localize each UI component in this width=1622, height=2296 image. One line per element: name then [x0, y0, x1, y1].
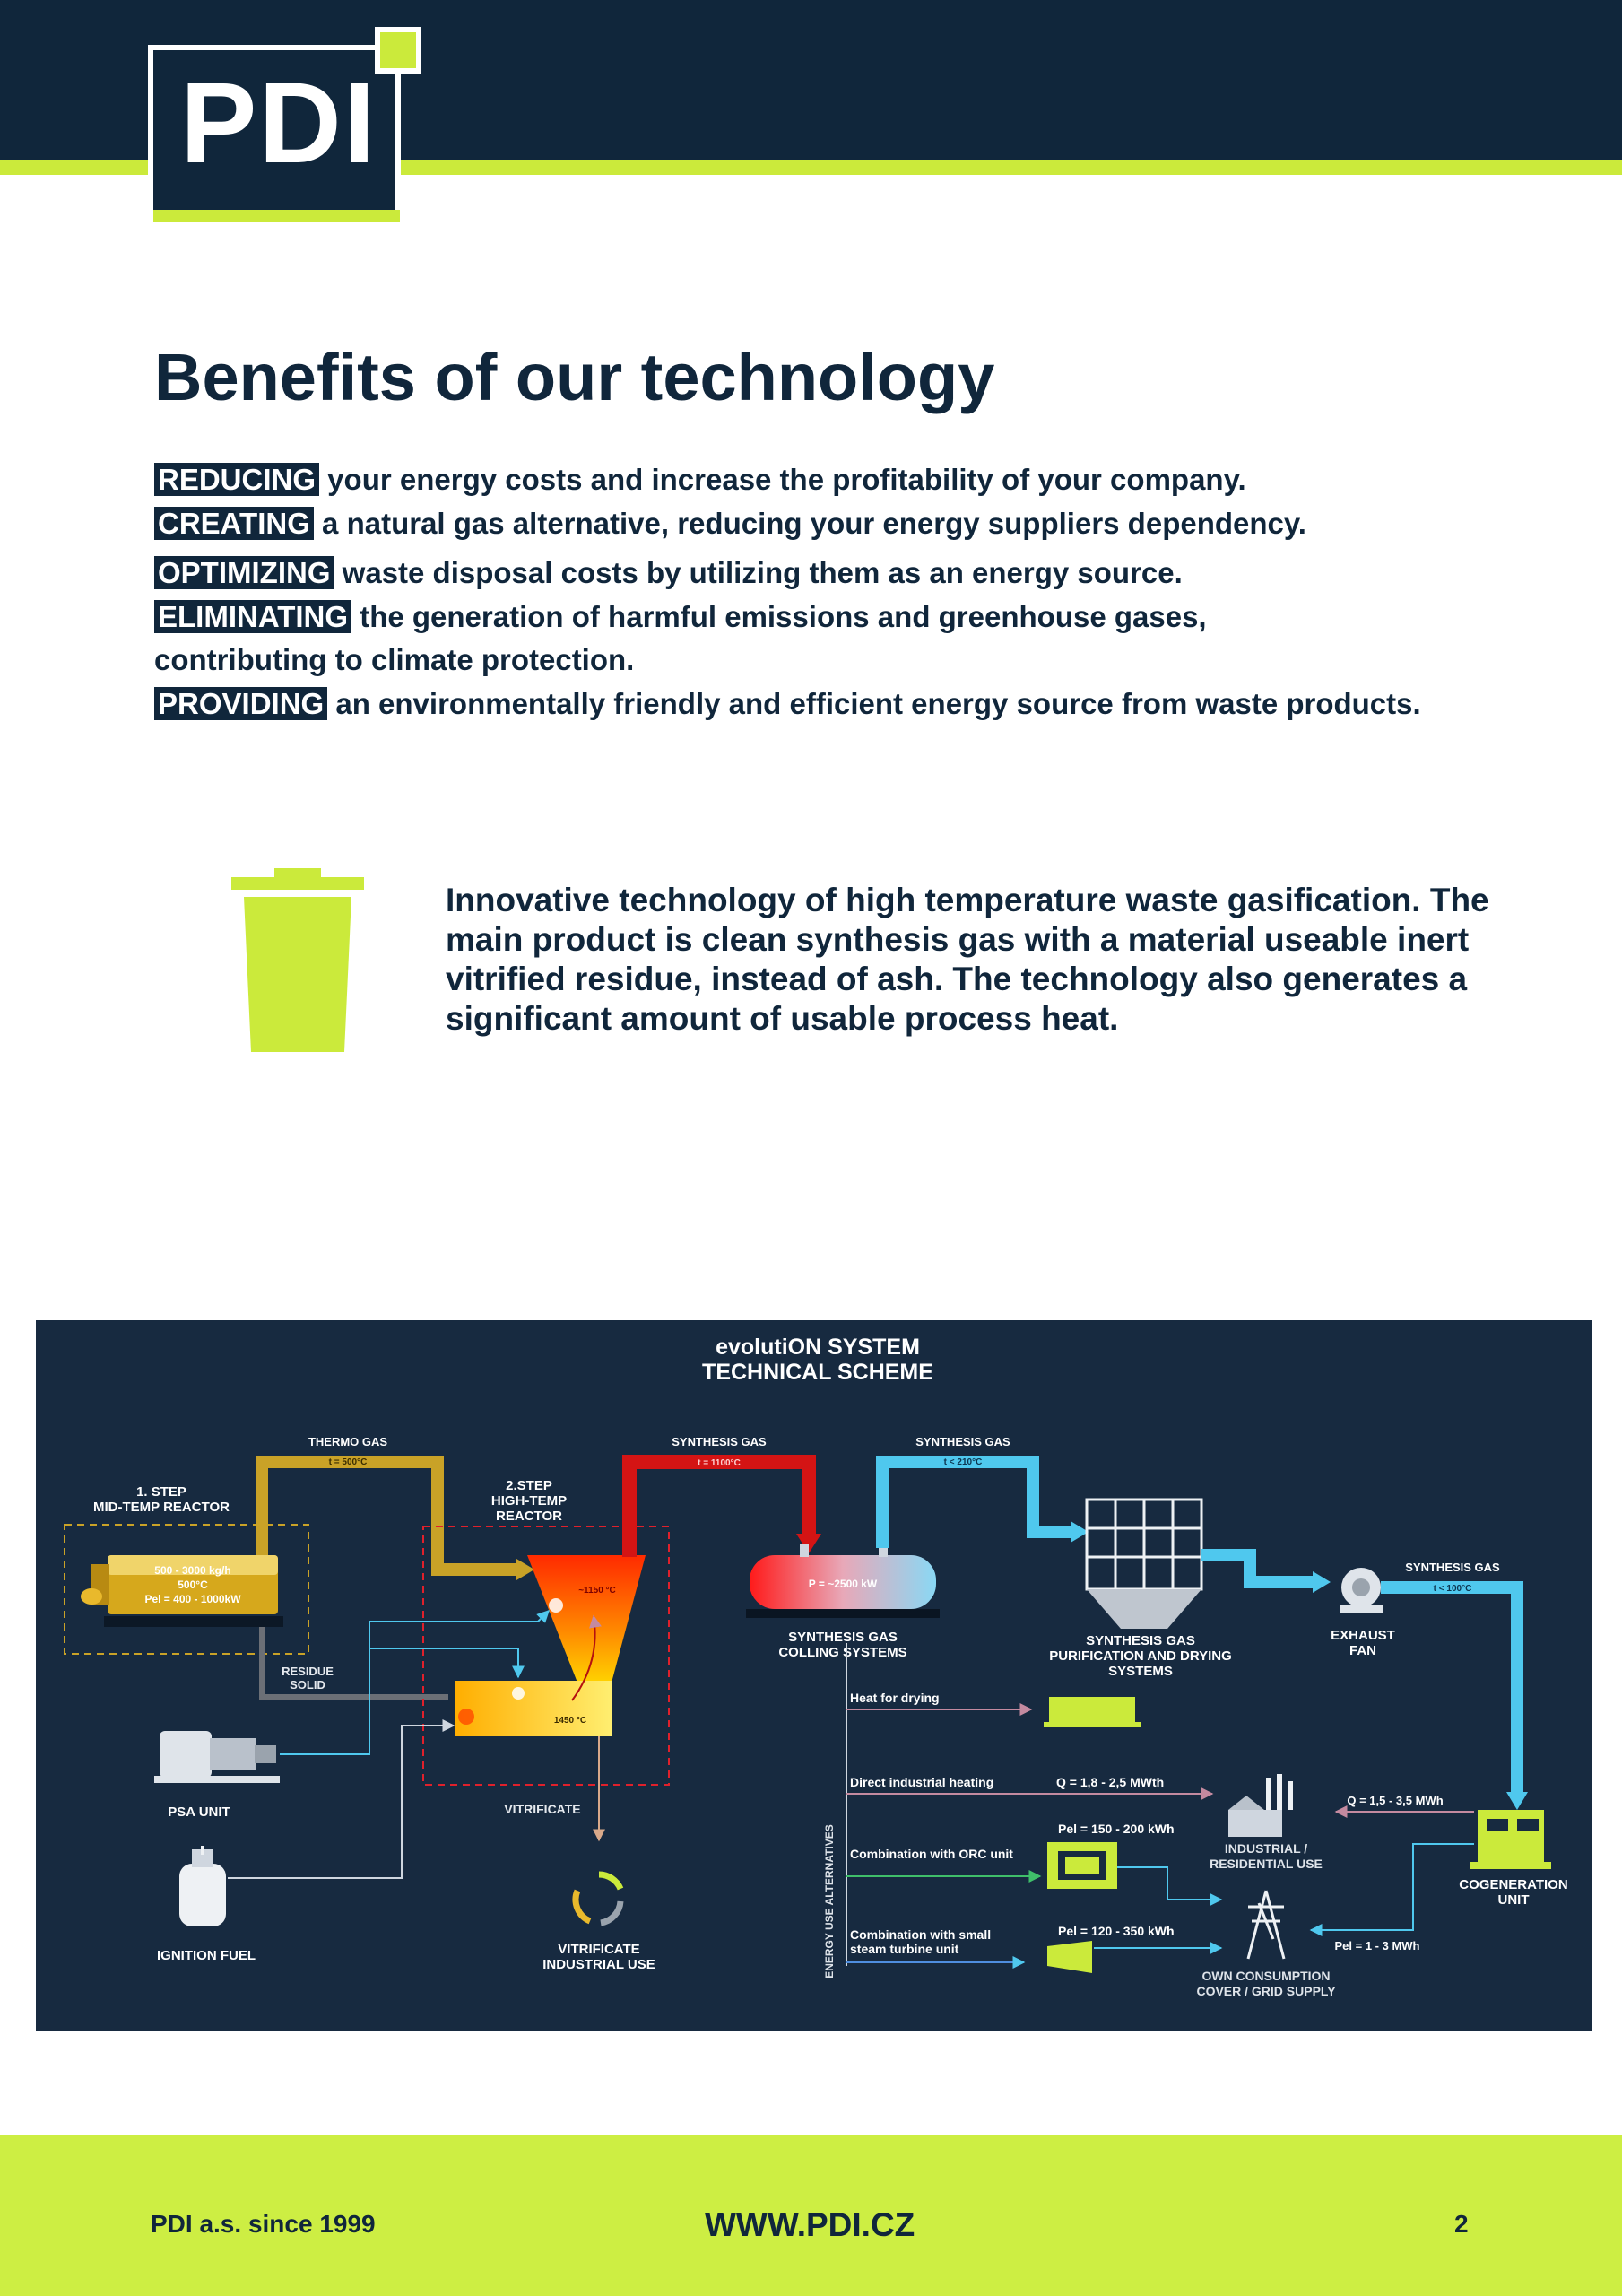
energy-use-alternatives: ENERGY USE ALTERNATIVES Heat for drying … — [823, 1643, 1223, 1979]
fan-label: EXHAUST — [1331, 1628, 1395, 1643]
cooling-label: SYNTHESIS GAS — [788, 1630, 898, 1645]
cogen-sublabel: UNIT — [1498, 1892, 1530, 1908]
syngas-cooled-pipe: SYNTHESIS GAS t < 210°C — [876, 1435, 1089, 1548]
thermo-gas-pipe: THERMO GAS t = 500°C — [256, 1435, 534, 1580]
scheme-title: evolutiON SYSTEM TECHNICAL SCHEME — [702, 1335, 933, 1385]
step1-sublabel: MID-TEMP REACTOR — [93, 1500, 230, 1515]
benefit-keyword: ELIMINATING — [154, 600, 352, 633]
thermo-gas-label: THERMO GAS — [308, 1435, 387, 1448]
syngas3-label: SYNTHESIS GAS — [1405, 1561, 1500, 1574]
residue-sublabel: SOLID — [290, 1678, 325, 1692]
header-accent-stripe — [0, 160, 1622, 175]
orc-power-value: Pel = 150 - 200 kWh — [1058, 1822, 1175, 1836]
vitrificate-label: VITRIFICATE — [504, 1802, 580, 1816]
syngas1-label: SYNTHESIS GAS — [672, 1435, 767, 1448]
page-title: Benefits of our technology — [154, 340, 995, 414]
benefit-text: an environmentally friendly and efficien… — [327, 687, 1421, 720]
waste-bin-icon — [231, 868, 364, 1052]
psa-unit: PSA UNIT — [154, 1610, 550, 1820]
reactor1-temp: 500°C — [178, 1578, 208, 1591]
syngas3-temp: t < 100°C — [1434, 1584, 1472, 1594]
cogen-heat-value: Q = 1,5 - 3,5 MWh — [1347, 1794, 1443, 1807]
step2-sublabel-2: REACTOR — [496, 1509, 562, 1524]
cooling-sublabel: COLLING SYSTEMS — [778, 1645, 906, 1660]
benefit-keyword: REDUCING — [154, 463, 320, 496]
syngas-hot-pipe: SYNTHESIS GAS t = 1100°C — [622, 1435, 821, 1557]
steam-sublabel: steam turbine unit — [850, 1942, 959, 1956]
logo-text: PDI — [180, 59, 377, 187]
cogeneration-unit: COGENERATION UNIT Q = 1,5 - 3,5 MWh Pel … — [1309, 1794, 1568, 1952]
syngas-cooling-tank: P = ~2500 kW SYNTHESIS GAS COLLING SYSTE… — [746, 1544, 940, 1660]
cogen-power-value: Pel = 1 - 3 MWh — [1335, 1939, 1420, 1952]
benefit-eliminating: ELIMINATING the generation of harmful em… — [154, 600, 1207, 634]
orc-label: Combination with ORC unit — [850, 1847, 1013, 1861]
recycle-icon — [572, 1871, 624, 1926]
heat-drying-label: Heat for drying — [850, 1691, 940, 1705]
benefit-text: a natural gas alternative, reducing your… — [313, 507, 1306, 540]
benefit-providing: PROVIDING an environmentally friendly an… — [154, 687, 1421, 721]
direct-heating-label: Direct industrial heating — [850, 1775, 993, 1789]
reactor2-temp-bottom: 1450 °C — [554, 1716, 586, 1726]
vitrificate-output: VITRIFICATE VITRIFICATE INDUSTRIAL USE — [504, 1736, 655, 1972]
cogen-label: COGENERATION — [1459, 1877, 1567, 1892]
direct-heating-value: Q = 1,8 - 2,5 MWth — [1056, 1775, 1164, 1789]
benefit-text: waste disposal costs by utilizing them a… — [334, 556, 1183, 589]
benefit-reducing: REDUCING your energy costs and increase … — [154, 463, 1246, 497]
syngas2-label: SYNTHESIS GAS — [915, 1435, 1010, 1448]
tank-power: P = ~2500 kW — [809, 1578, 878, 1590]
syngas1-temp: t = 1100°C — [698, 1458, 741, 1468]
purification-systems: SYNTHESIS GAS PURIFICATION AND DRYING SY… — [1049, 1498, 1331, 1679]
industrial-sublabel: RESIDENTIAL USE — [1210, 1857, 1323, 1871]
ignition-fuel: IGNITION FUEL — [157, 1719, 455, 1963]
own-consumption-label: OWN CONSUMPTION — [1201, 1969, 1330, 1983]
scheme-title-line1: evolutiON SYSTEM — [716, 1335, 920, 1360]
industrial-label: INDUSTRIAL / — [1225, 1841, 1307, 1856]
mid-temp-reactor: 1. STEP MID-TEMP REACTOR 500 - 3000 kg/h… — [64, 1484, 309, 1655]
benefit-text: the generation of harmful emissions and … — [351, 600, 1207, 633]
step1-label: 1. STEP — [136, 1484, 186, 1500]
reactor1-power: Pel = 400 - 1000kW — [144, 1593, 241, 1605]
energy-alternatives-label: ENERGY USE ALTERNATIVES — [823, 1824, 836, 1979]
purification-label: SYNTHESIS GAS — [1086, 1633, 1195, 1648]
industrial-residential-use: INDUSTRIAL / RESIDENTIAL USE — [1210, 1774, 1323, 1871]
intro-paragraph: Innovative technology of high temperatur… — [446, 882, 1489, 1037]
high-temp-reactor: 2.STEP HIGH-TEMP REACTOR ~1150 °C 1450 °… — [422, 1478, 670, 1786]
step2-label: 2.STEP — [506, 1478, 552, 1493]
exhaust-fan: EXHAUST FAN SYNTHESIS GAS t < 100°C — [1331, 1561, 1528, 1810]
steam-power-value: Pel = 120 - 350 kWh — [1058, 1924, 1175, 1938]
step2-sublabel: HIGH-TEMP — [491, 1493, 567, 1509]
pdi-logo: PDI — [148, 45, 401, 215]
own-consumption-sublabel: COVER / GRID SUPPLY — [1196, 1984, 1336, 1998]
benefit-creating: CREATING a natural gas alternative, redu… — [154, 507, 1306, 541]
reactor2-temp-top: ~1150 °C — [578, 1586, 616, 1596]
grid-supply: OWN CONSUMPTION COVER / GRID SUPPLY — [1196, 1890, 1336, 1998]
purification-sublabel: PURIFICATION AND DRYING — [1049, 1648, 1232, 1664]
logo-accent-square — [375, 27, 421, 74]
benefit-optimizing: OPTIMIZING waste disposal costs by utili… — [154, 556, 1183, 590]
benefit-keyword: PROVIDING — [154, 687, 328, 720]
footer-company: PDI a.s. since 1999 — [151, 2210, 376, 2238]
benefit-text: your energy costs and increase the profi… — [319, 463, 1246, 496]
reactor1-throughput: 500 - 3000 kg/h — [154, 1564, 230, 1577]
technical-scheme: evolutiON SYSTEM TECHNICAL SCHEME 1. STE… — [36, 1320, 1592, 2031]
fan-sublabel: FAN — [1349, 1643, 1376, 1658]
footer-website-link[interactable]: WWW.PDI.CZ — [705, 2206, 915, 2243]
page-number: 2 — [1454, 2210, 1469, 2238]
vitrificate-use-label: VITRIFICATE — [558, 1942, 639, 1957]
ignition-fuel-label: IGNITION FUEL — [157, 1948, 256, 1963]
thermo-gas-temp: t = 500°C — [329, 1457, 368, 1467]
footer-bar: PDI a.s. since 1999 WWW.PDI.CZ 2 — [0, 2135, 1622, 2296]
purification-sublabel-2: SYSTEMS — [1108, 1664, 1173, 1679]
scheme-title-line2: TECHNICAL SCHEME — [702, 1360, 933, 1385]
benefit-eliminating-continuation: contributing to climate protection. — [154, 643, 635, 676]
residue-line: RESIDUE SOLID — [259, 1627, 448, 1700]
benefit-keyword: CREATING — [154, 507, 314, 540]
psa-unit-label: PSA UNIT — [168, 1805, 230, 1820]
syngas2-temp: t < 210°C — [944, 1457, 983, 1467]
residue-label: RESIDUE — [282, 1665, 334, 1678]
vitrificate-use-sublabel: INDUSTRIAL USE — [542, 1957, 655, 1972]
logo-underline — [153, 210, 400, 222]
benefit-keyword: OPTIMIZING — [154, 556, 334, 589]
steam-label: Combination with small — [850, 1927, 991, 1942]
